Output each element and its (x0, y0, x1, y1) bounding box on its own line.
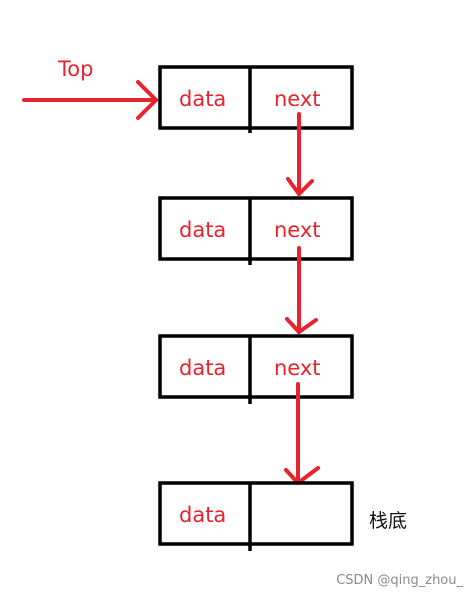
next-pointer-arrow-3 (284, 382, 320, 485)
top-label: Top (57, 57, 93, 81)
node-next-label: next (274, 356, 321, 380)
node-next-label: next (274, 218, 321, 242)
stack-node-2: data next (158, 196, 354, 265)
watermark: CSDN @qing_zhou_ (336, 573, 463, 588)
node-box (158, 65, 354, 130)
stack-bottom-label: 栈底 (369, 510, 407, 532)
stack-node-4: data (158, 481, 354, 551)
node-data-label: data (179, 87, 226, 111)
top-pointer-arrow (22, 80, 158, 120)
node-next-label: next (274, 87, 321, 111)
next-pointer-arrow-2 (285, 246, 318, 334)
node-box (158, 481, 354, 546)
node-data-label: data (179, 503, 226, 527)
node-data-label: data (179, 356, 226, 380)
node-data-label: data (179, 218, 226, 242)
next-pointer-arrow-1 (286, 112, 314, 196)
node-box (158, 334, 354, 399)
node-box (158, 196, 354, 261)
stack-node-3: data next (158, 334, 354, 404)
stack-node-1: data next (158, 65, 354, 133)
